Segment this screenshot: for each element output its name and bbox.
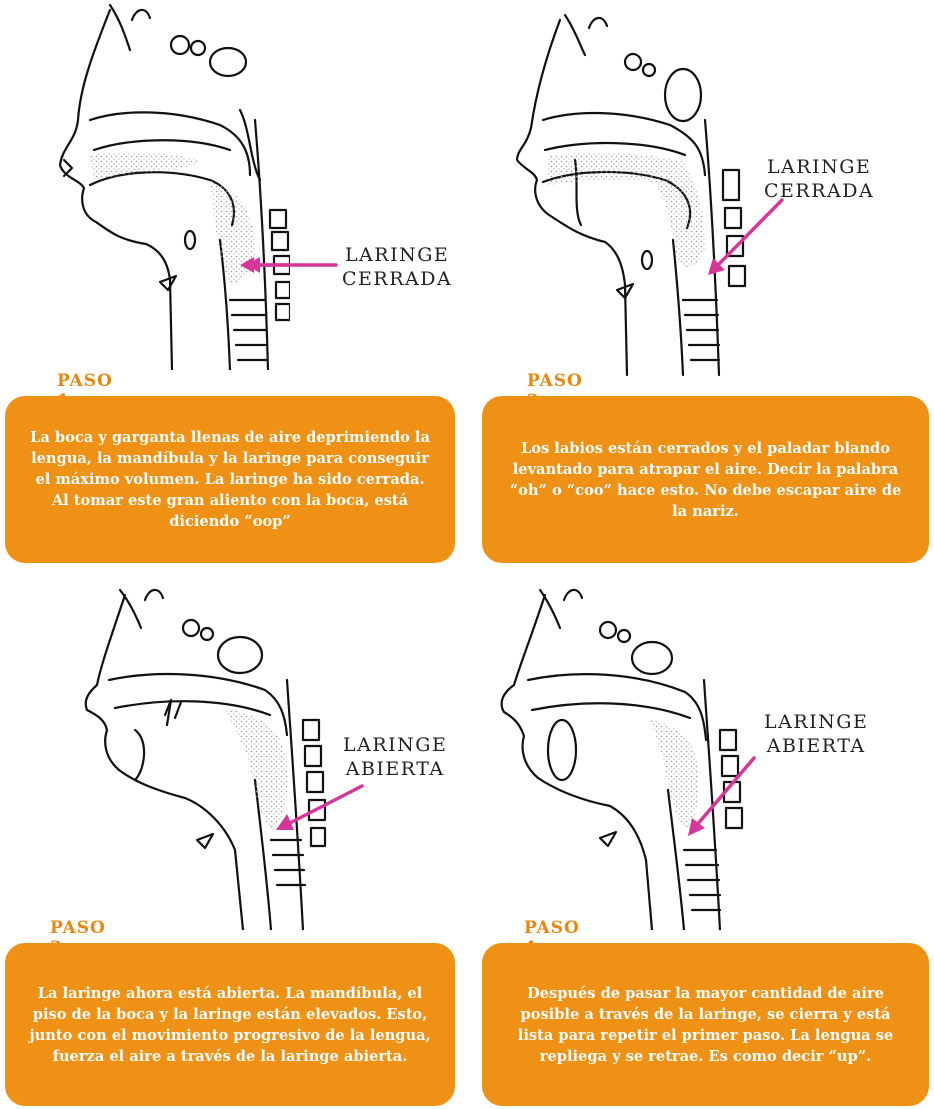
step-1-description-box: La boca y garganta llenas de aire deprim… bbox=[5, 396, 455, 563]
step-2-arrow bbox=[700, 195, 790, 285]
step-1-description: La boca y garganta llenas de aire deprim… bbox=[27, 427, 433, 532]
step-3-head-illustration bbox=[75, 580, 335, 930]
step-1-head-illustration bbox=[50, 0, 290, 370]
step-2-larynx-label: LARINGE CERRADA bbox=[764, 155, 874, 203]
step-3-arrow bbox=[270, 780, 370, 840]
step-1-sagittal-section bbox=[50, 0, 290, 370]
larynx-label-line-1: LARINGE bbox=[764, 710, 868, 734]
step-4-larynx-label: LARINGE ABIERTA bbox=[764, 710, 868, 758]
larynx-label-line-1: LARINGE bbox=[342, 243, 452, 267]
step-1-arrow bbox=[240, 255, 340, 275]
step-4-arrow bbox=[680, 752, 760, 842]
larynx-label-line-1: LARINGE bbox=[343, 733, 447, 757]
larynx-label-line-2: CERRADA bbox=[342, 267, 452, 291]
step-3-description-box: La laringe ahora está abierta. La mandíb… bbox=[5, 943, 455, 1106]
step-3-description: La laringe ahora está abierta. La mandíb… bbox=[27, 983, 433, 1067]
step-4-description: Después de pasar la mayor cantidad de ai… bbox=[504, 983, 907, 1067]
larynx-label-line-1: LARINGE bbox=[764, 155, 874, 179]
larynx-label-line-2: ABIERTA bbox=[343, 757, 447, 781]
step-2-description: Los labios están cerrados y el paladar b… bbox=[504, 438, 907, 522]
larynx-label-line-2: CERRADA bbox=[764, 179, 874, 203]
step-3-larynx-label: LARINGE ABIERTA bbox=[343, 733, 447, 781]
step-2-description-box: Los labios están cerrados y el paladar b… bbox=[482, 396, 929, 563]
larynx-label-line-2: ABIERTA bbox=[764, 734, 868, 758]
step-1-larynx-label: LARINGE CERRADA bbox=[342, 243, 452, 291]
step-4-description-box: Después de pasar la mayor cantidad de ai… bbox=[482, 943, 929, 1106]
step-3-sagittal-section bbox=[75, 580, 335, 930]
